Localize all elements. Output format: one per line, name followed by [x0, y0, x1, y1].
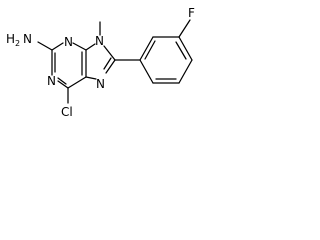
bond-ph3-f: [178, 19, 191, 38]
bond-amine-c2: [37, 41, 53, 51]
bond-ph6-ph1: [139, 59, 154, 84]
bond-ph3-ph4-double: [175, 41, 187, 60]
bond-c2-n3: [51, 42, 64, 51]
ring-n7-label: N: [96, 77, 105, 91]
ring-n1-label: N: [47, 74, 56, 88]
molecule-diagram: H 2 N N N N N Cl F: [0, 0, 216, 130]
bond-ph1-ph2: [139, 36, 154, 61]
bond-c5-c6: [67, 76, 87, 89]
amine-h-count: 2: [15, 39, 20, 48]
bond-c4-n9: [85, 43, 96, 51]
bond-ph1-ph2-double: [144, 40, 156, 60]
amine-n-label: N: [23, 32, 32, 46]
atom-labels: H 2 N N N N N Cl F: [6, 6, 195, 119]
bonds: [37, 19, 193, 104]
chloro-label: Cl: [61, 105, 73, 119]
amine-h-label: H: [6, 32, 15, 46]
molecule-structure: H 2 N N N N N Cl F: [6, 6, 195, 119]
bond-c8-n7: [105, 59, 116, 74]
bond-c6-n1-double: [57, 77, 67, 85]
bond-c6-n1: [57, 80, 69, 89]
ring-n9-label: N: [95, 34, 104, 48]
bond-n3-c4: [72, 42, 87, 51]
bond-ph4-ph5: [178, 59, 193, 84]
bond-n7-c5: [85, 76, 97, 80]
bond-ph3-ph4: [178, 36, 193, 61]
fluoro-label: F: [188, 6, 195, 20]
ring-n3-label: N: [64, 35, 73, 49]
bond-c8-n7-double: [103, 57, 112, 70]
bond-n9-c8: [103, 45, 116, 61]
